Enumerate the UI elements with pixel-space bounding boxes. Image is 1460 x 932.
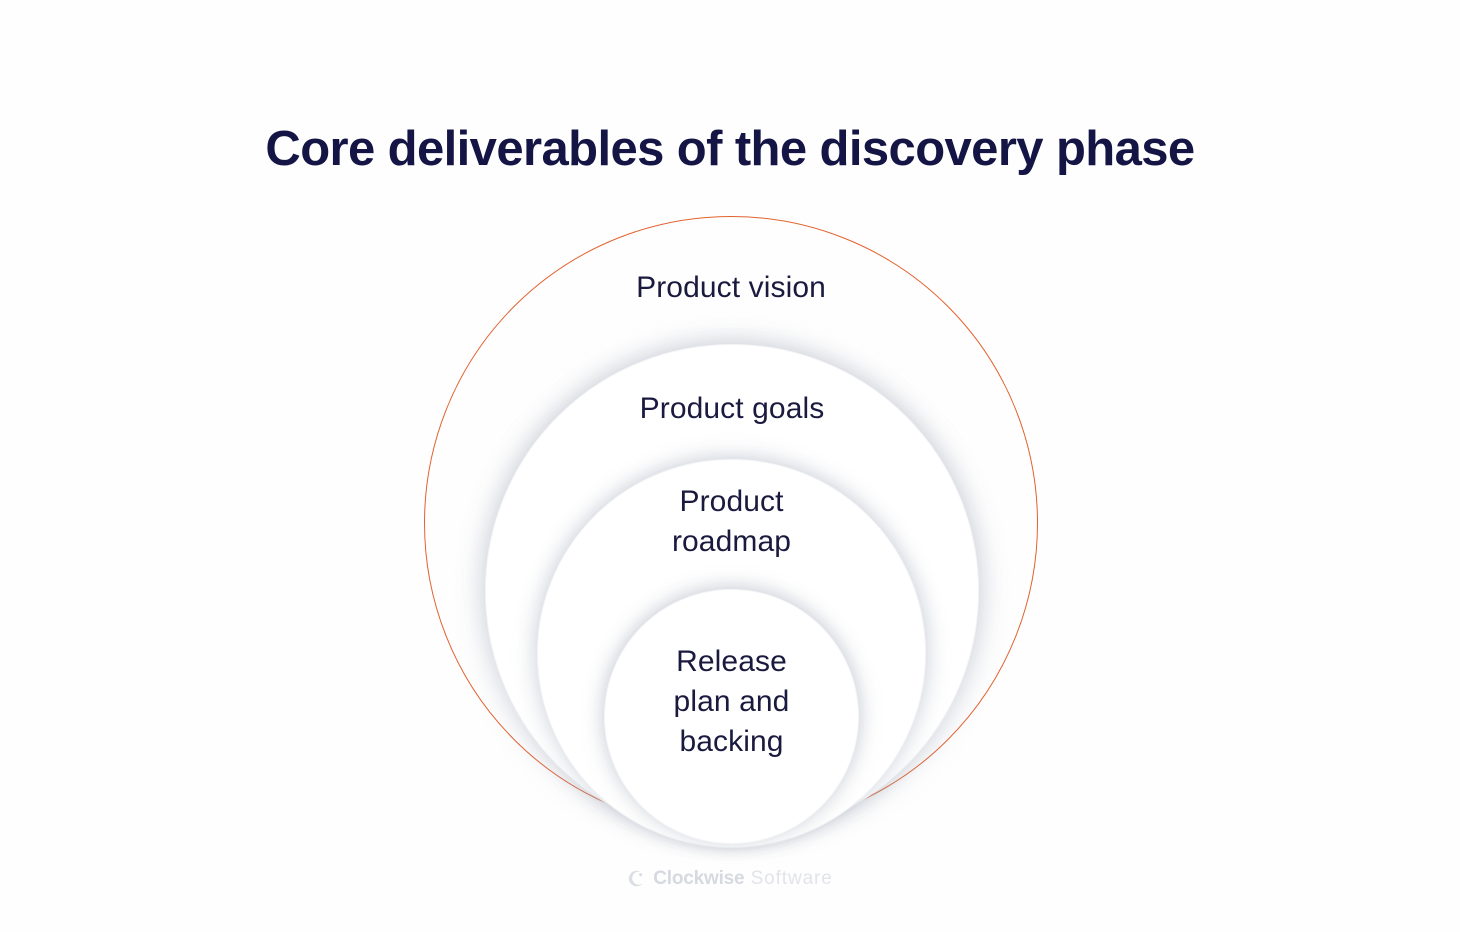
watermark: Clockwise Software bbox=[0, 868, 1460, 888]
watermark-text: Clockwise Software bbox=[653, 869, 833, 888]
watermark-suffix: Software bbox=[744, 867, 833, 889]
page-title: Core deliverables of the discovery phase bbox=[265, 121, 1195, 176]
watermark-brand: Clockwise bbox=[653, 867, 745, 889]
clockwise-crescent-icon bbox=[627, 869, 646, 888]
ring-4-release-plan bbox=[604, 589, 859, 844]
